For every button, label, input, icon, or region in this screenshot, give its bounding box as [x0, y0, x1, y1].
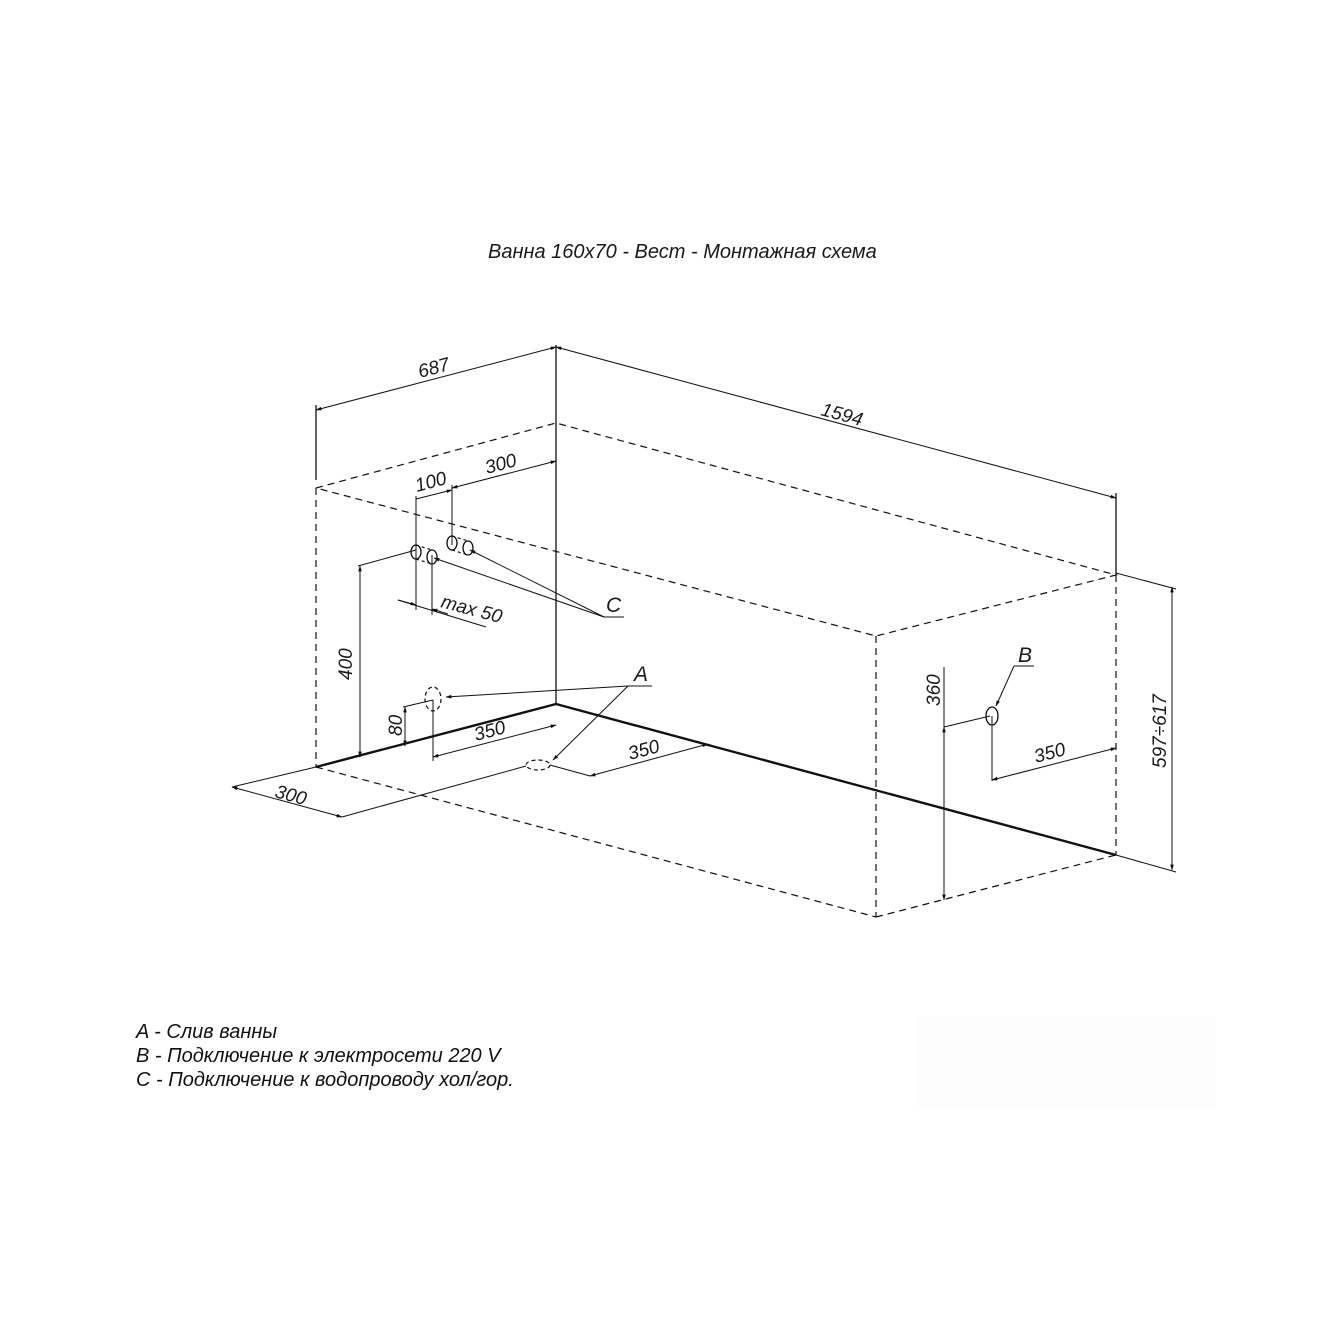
drain-floor: 350 300 A — [231, 663, 709, 818]
dimension-floor-drain-label: 350 — [626, 736, 662, 765]
dimension-depth-label: 687 — [416, 354, 453, 383]
dimension-depth: 687 — [315, 346, 557, 411]
dimension-floor-offset-label: 300 — [273, 782, 309, 811]
diagram-title: Ванна 160x70 - Вест - Монтажная схема — [488, 241, 877, 263]
marker-c-label: C — [606, 594, 622, 617]
dimension-power-edge-label: 350 — [1032, 739, 1068, 768]
legend-item-water: C - Подключение к водопроводу хол/гор. — [136, 1069, 514, 1091]
tub-outline — [315, 345, 1119, 918]
drain-wall: 80 350 — [386, 686, 557, 761]
legend-item-power: B - Подключение к электросети 220 V — [136, 1045, 501, 1067]
power-connection: 360 350 B — [924, 644, 1117, 901]
marker-a-label: A — [632, 663, 648, 686]
dimension-total-height: 597÷617 — [1115, 572, 1177, 873]
faded-watermark-area — [914, 1016, 1216, 1106]
dimension-length: 1594 — [555, 346, 1117, 499]
dimension-power-height-label: 360 — [924, 674, 945, 706]
dimension-total-height-label: 597÷617 — [1150, 693, 1171, 768]
dimension-drain-corner-label: 350 — [472, 717, 508, 746]
legend: A - Слив ванны B - Подключение к электро… — [136, 1020, 514, 1092]
dimension-inlet-corner-label: 300 — [483, 450, 519, 479]
legend-item-drain: A - Слив ванны — [136, 1021, 278, 1043]
dimension-inlet-height-label: 400 — [336, 648, 357, 680]
dimension-drain-height-label: 80 — [386, 714, 407, 736]
dimension-length-label: 1594 — [819, 400, 865, 431]
marker-b-label: B — [1018, 644, 1032, 667]
